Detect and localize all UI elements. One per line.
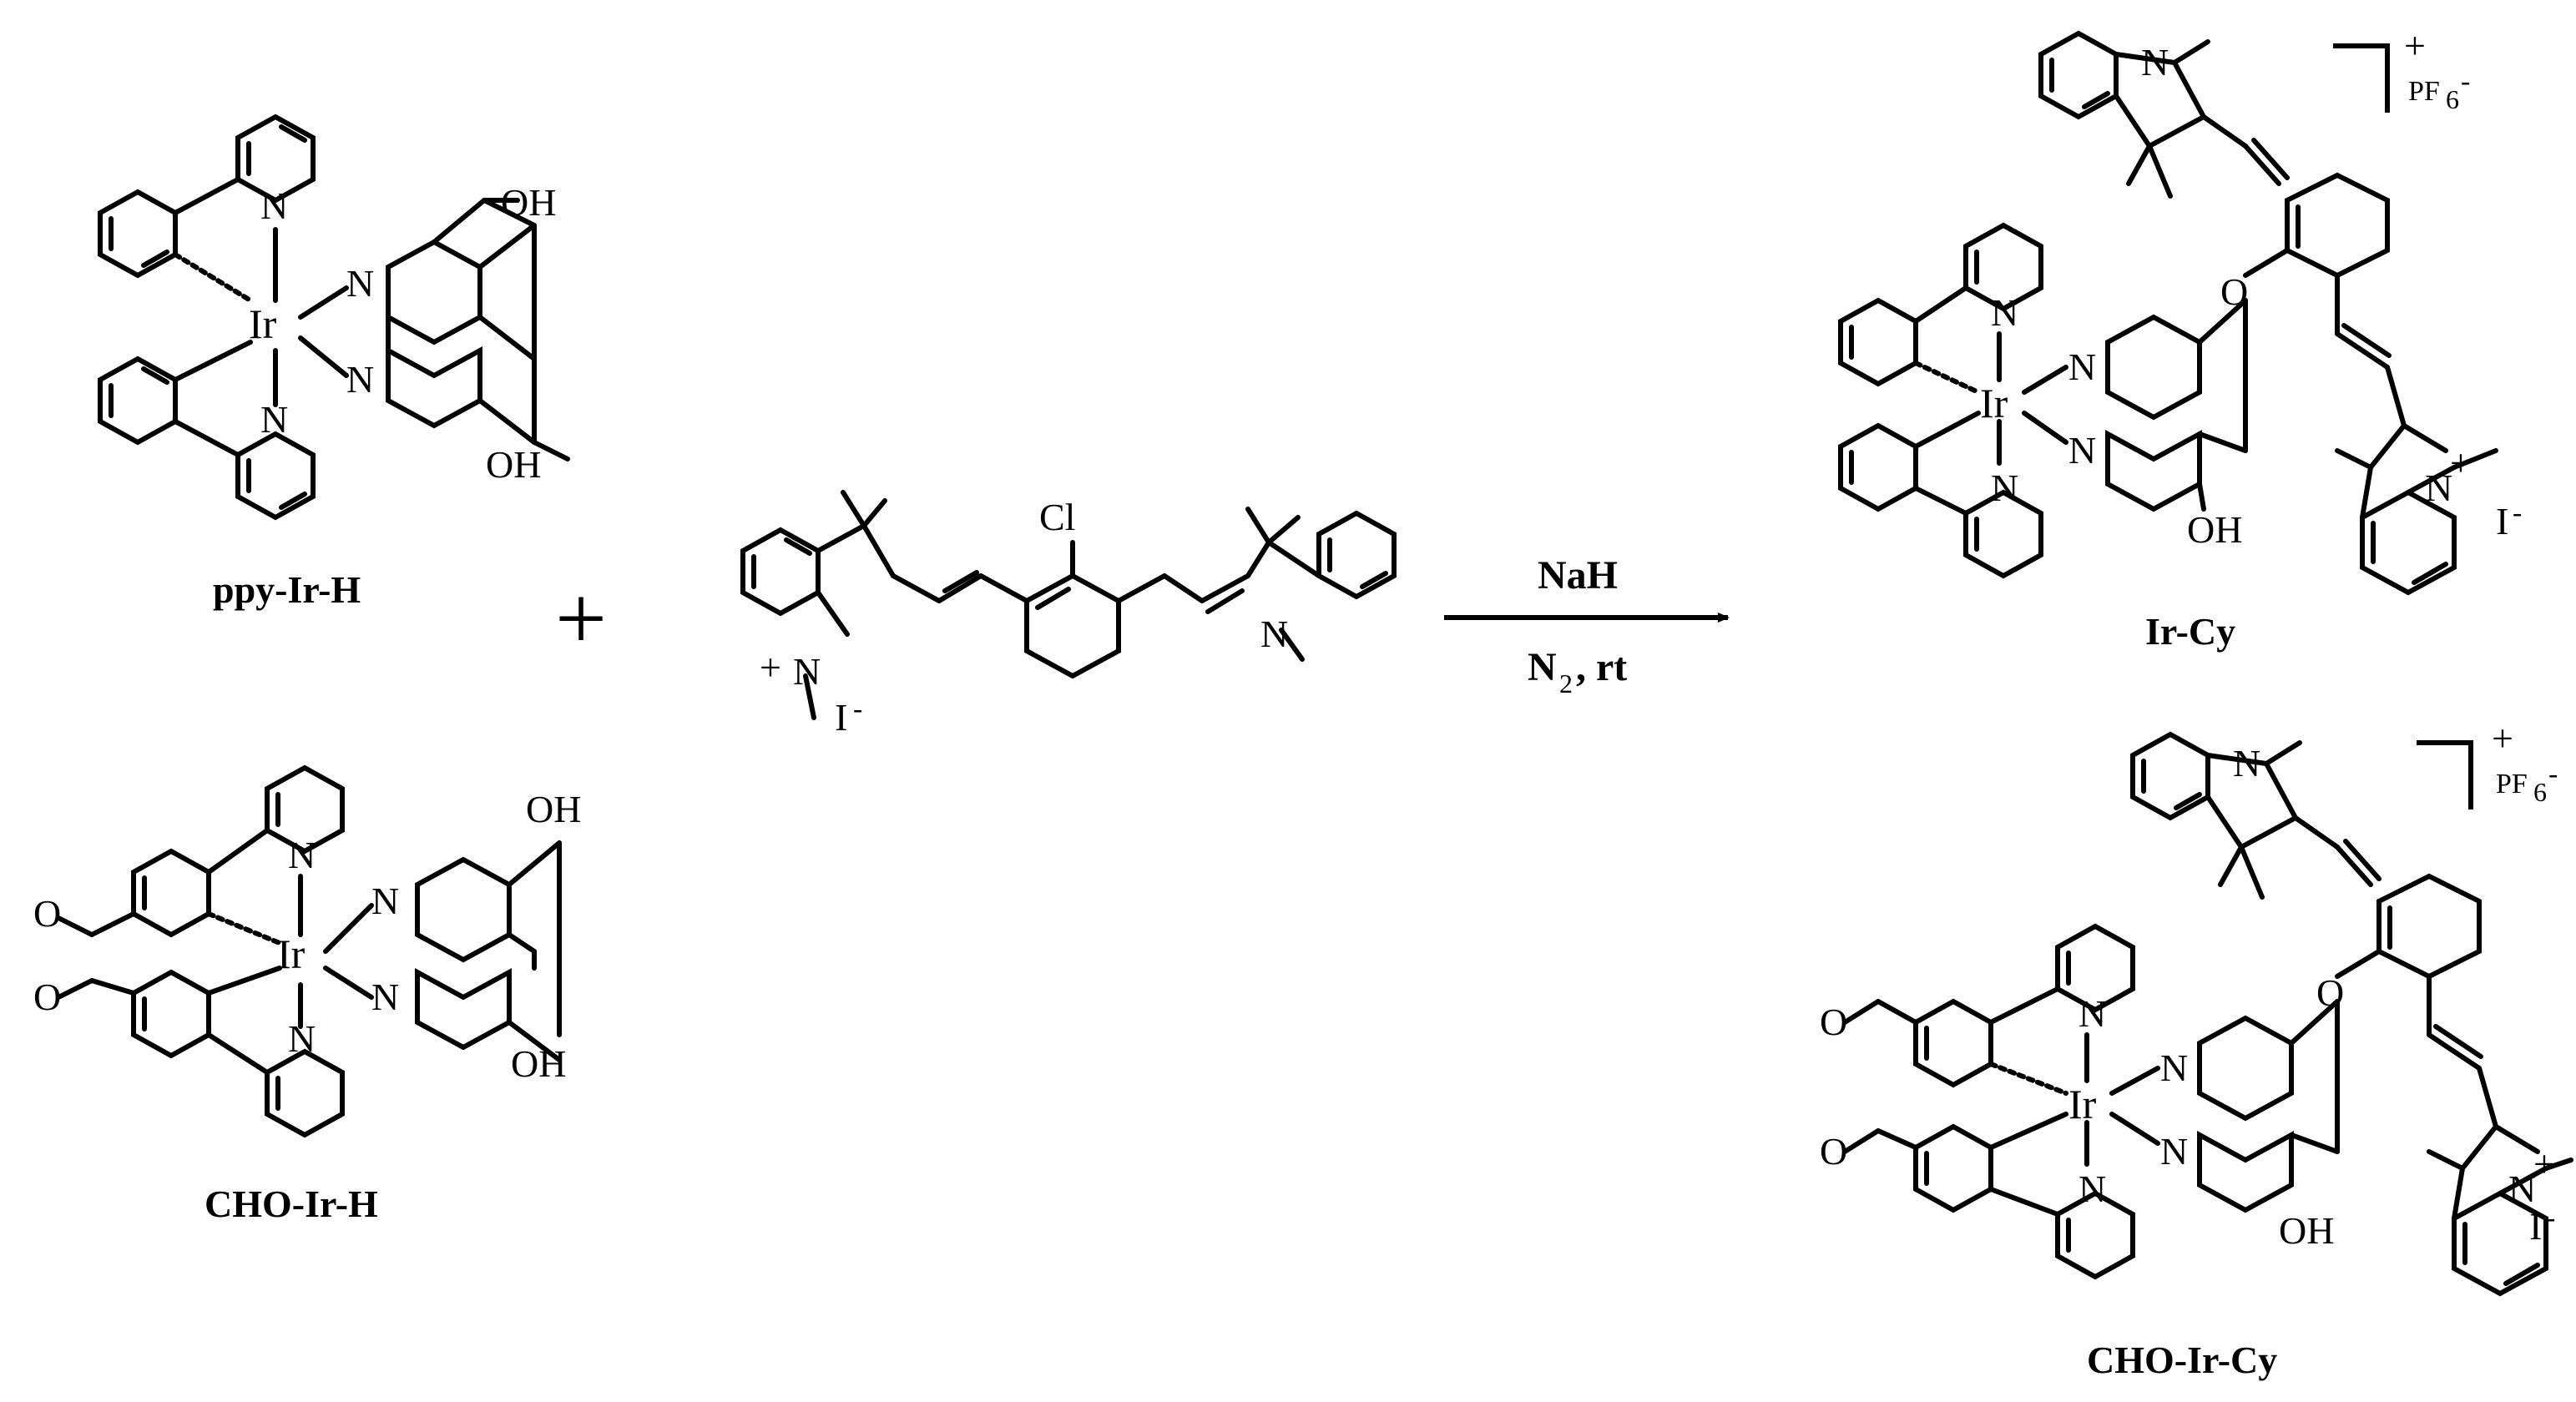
conditions-label: N 2 , rt xyxy=(1528,645,1627,698)
atom-n: N xyxy=(288,834,316,876)
counterion-charge: + xyxy=(2404,24,2426,67)
aldehyde-oxygen: O xyxy=(33,892,61,935)
atom-ir: Ir xyxy=(277,930,306,977)
atom-n: N xyxy=(346,262,374,305)
charge-minus: - xyxy=(2546,1203,2555,1233)
atom-n: N xyxy=(2078,1167,2106,1210)
atom-n: N xyxy=(2068,429,2096,472)
plus-sign: + xyxy=(555,567,607,669)
atom-n: N xyxy=(260,184,288,227)
counterion-charge: + xyxy=(2492,717,2513,759)
atom-n: N xyxy=(371,880,399,922)
ir-cy-labels: N O N N Ir N N OH N + I - + PF 6 - Ir-Cy xyxy=(1980,24,2522,653)
hydroxyl-label: OH xyxy=(501,181,556,224)
charge-minus: - xyxy=(853,693,862,724)
hydroxyl-label: OH xyxy=(526,788,581,830)
reagent-label: NaH xyxy=(1538,553,1618,598)
counterion-minus: - xyxy=(2461,66,2470,97)
atom-n: N xyxy=(2078,992,2106,1035)
cyanine-dye-structure xyxy=(740,490,1397,720)
bracket-cho-ir-cy xyxy=(2417,740,2473,809)
atom-n: N xyxy=(2160,1130,2188,1173)
atom-n: N xyxy=(2233,742,2260,784)
compound-label-cho-ir-cy: CHO-Ir-Cy xyxy=(2087,1339,2277,1381)
atom-n-plus: N xyxy=(2425,466,2452,509)
conditions-n: N xyxy=(1528,645,1557,689)
atom-ir: Ir xyxy=(2068,1081,2097,1127)
atom-n: N xyxy=(346,358,374,401)
ppy-ir-h-structure xyxy=(98,113,570,521)
ir-cy-structure xyxy=(1838,30,2498,596)
cyanine-dye-labels: Cl N + I - N xyxy=(760,496,1288,739)
ether-oxygen: O xyxy=(2316,971,2344,1014)
compound-label-ppy-ir-h: ppy-Ir-H xyxy=(213,568,361,611)
iodide-ion: I xyxy=(835,696,847,739)
counterion-minus: - xyxy=(2548,759,2558,789)
compound-label-cho-ir-h: CHO-Ir-H xyxy=(205,1183,378,1225)
charge-plus: + xyxy=(2533,1142,2555,1185)
aldehyde-oxygen: O xyxy=(1820,1001,1847,1043)
atom-n-plus: N xyxy=(793,650,821,693)
atom-n-plus: N xyxy=(2508,1167,2536,1210)
conditions-rest: , rt xyxy=(1576,645,1627,689)
charge-plus: + xyxy=(760,646,781,688)
iodide-ion: I xyxy=(2529,1205,2542,1248)
aldehyde-oxygen: O xyxy=(33,976,61,1018)
counterion-subscript: 6 xyxy=(2446,84,2459,114)
hydroxyl-label: OH xyxy=(486,443,541,486)
hydroxyl-label: OH xyxy=(511,1042,566,1085)
bracket-ir-cy xyxy=(2333,43,2390,113)
aldehyde-oxygen: O xyxy=(1820,1130,1847,1173)
cho-ir-h-labels: O O N N Ir N N OH OH CHO-Ir-H xyxy=(33,788,581,1225)
compound-label-ir-cy: Ir-Cy xyxy=(2145,610,2235,653)
counterion-pf: PF xyxy=(2496,769,2528,799)
counterion-pf: PF xyxy=(2408,76,2440,107)
charge-plus: + xyxy=(2450,441,2472,484)
conditions-n-subscript: 2 xyxy=(1559,668,1573,698)
atom-n: N xyxy=(1260,613,1288,655)
cho-ir-cy-labels: N O O O N N Ir N N OH N + I - + PF 6 - C… xyxy=(1820,717,2558,1381)
ether-oxygen: O xyxy=(2220,270,2248,313)
hydroxyl-label: OH xyxy=(2279,1209,2334,1252)
charge-minus: - xyxy=(2513,497,2522,528)
atom-n: N xyxy=(1991,291,2018,334)
atom-n: N xyxy=(371,976,399,1018)
ppy-ir-h-labels: N N Ir N N OH OH ppy-Ir-H xyxy=(213,181,556,611)
counterion-subscript: 6 xyxy=(2533,777,2547,807)
atom-n: N xyxy=(2141,41,2169,83)
atom-ir: Ir xyxy=(249,300,277,347)
atom-n: N xyxy=(2160,1046,2188,1089)
atom-cl: Cl xyxy=(1039,496,1075,538)
iodide-ion: I xyxy=(2496,500,2508,542)
atom-ir: Ir xyxy=(1980,380,2008,426)
cho-ir-cy-structure xyxy=(1842,731,2573,1297)
cho-ir-h-structure xyxy=(56,764,562,1138)
atom-n: N xyxy=(2068,345,2096,388)
atom-n: N xyxy=(260,398,288,441)
hydroxyl-label: OH xyxy=(2187,508,2242,551)
atom-n: N xyxy=(288,1017,316,1060)
atom-n: N xyxy=(1991,466,2018,509)
